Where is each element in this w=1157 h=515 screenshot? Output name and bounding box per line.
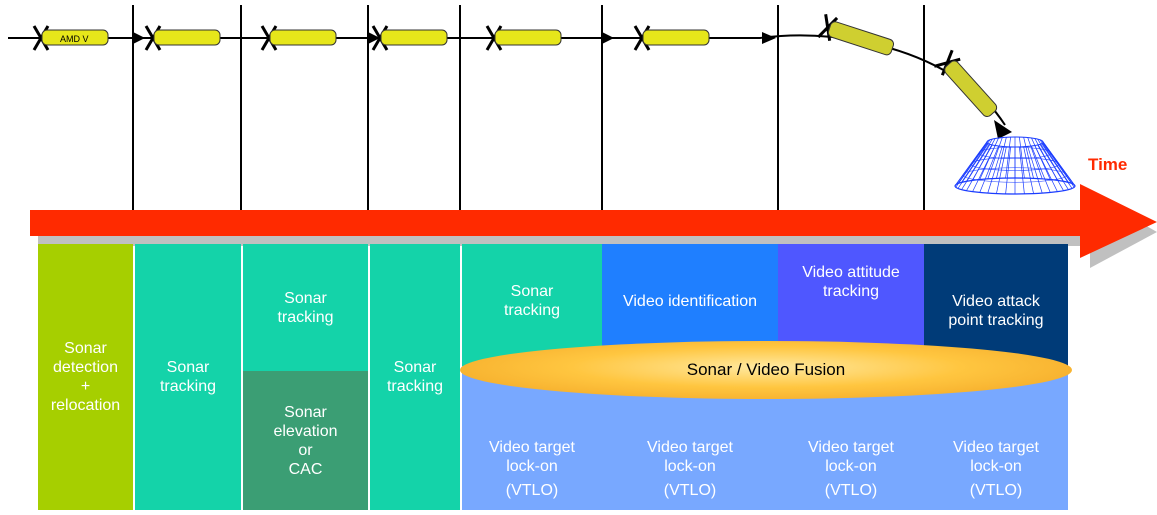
vehicle-icon — [933, 49, 998, 118]
vtlo-text: lock-on — [664, 458, 716, 475]
vehicle-icon — [144, 25, 221, 51]
phase-sonar-detection: Sonar detection + relocation — [38, 244, 133, 510]
target-mesh-icon — [954, 136, 1076, 195]
fusion-label: Sonar / Video Fusion — [686, 360, 846, 379]
vtlo-text: Video target — [808, 439, 894, 456]
vehicle-icon — [260, 25, 337, 51]
phase-text: Sonar — [64, 340, 107, 357]
phase-text: Sonar — [510, 283, 554, 300]
vtlo-text: lock-on — [506, 458, 558, 475]
phase-text: point tracking — [948, 312, 1044, 329]
vtlo-text: Video target — [489, 439, 575, 456]
phase-text: Video attack — [952, 293, 1040, 310]
phase-text: tracking — [386, 378, 444, 395]
time-arrow — [30, 184, 1157, 258]
phase-sonar-tracking-4: Sonar tracking — [462, 244, 602, 366]
vtlo-text: Video target — [647, 439, 733, 456]
phase-text: Video identification — [622, 293, 758, 310]
phase-text: tracking — [159, 378, 217, 395]
phase-sonar-tracking-2-top: Sonar tracking — [243, 244, 368, 371]
phase-text: tracking — [277, 308, 334, 326]
vtlo-text: (VTLO) — [663, 482, 717, 499]
phase-text: Sonar — [284, 403, 327, 421]
phase-text: relocation — [50, 397, 121, 414]
vehicle-icon — [817, 14, 895, 56]
vehicle-icon — [371, 25, 448, 51]
vtlo-text: Video target — [953, 439, 1039, 456]
phase-sonar-tracking-1: Sonar tracking — [135, 244, 241, 510]
phase-sonar-elevation: Sonar elevation or CAC — [243, 371, 368, 510]
phase-text: CAC — [288, 460, 323, 478]
phase-text: Sonar — [284, 289, 327, 307]
phase-text: Video attitude — [802, 264, 900, 281]
vtlo-text: (VTLO) — [969, 482, 1023, 499]
phase-sonar-tracking-3: Sonar tracking — [370, 244, 460, 510]
vehicle-icon: AMD V — [32, 25, 109, 51]
phase-text: Sonar — [393, 359, 437, 376]
phase-text: Sonar — [166, 359, 210, 376]
vtlo-text: (VTLO) — [505, 482, 559, 499]
trajectory-arrows — [133, 32, 1012, 139]
vehicle-icon — [633, 25, 710, 51]
vtlo-text: (VTLO) — [824, 482, 878, 499]
time-label: Time — [1088, 155, 1128, 174]
vtlo-text: lock-on — [970, 458, 1022, 475]
vehicle-icon — [485, 25, 562, 51]
vtlo-text: lock-on — [825, 458, 877, 475]
phase-text: tracking — [503, 302, 561, 319]
trajectory-line — [8, 34, 1006, 126]
sonar-video-fusion-ellipse: Sonar / Video Fusion — [460, 341, 1072, 399]
phase-text: or — [298, 441, 313, 459]
phase-video-attack-point-tracking: Video attack point tracking — [924, 244, 1068, 366]
vehicle-label: AMD V — [60, 34, 89, 44]
phase-vtlo-1: Video target lock-on (VTLO) — [462, 366, 602, 510]
phase-text: elevation — [273, 422, 338, 440]
phase-text: + — [80, 378, 91, 395]
phase-text: tracking — [822, 283, 880, 300]
phase-text: detection — [53, 359, 118, 376]
